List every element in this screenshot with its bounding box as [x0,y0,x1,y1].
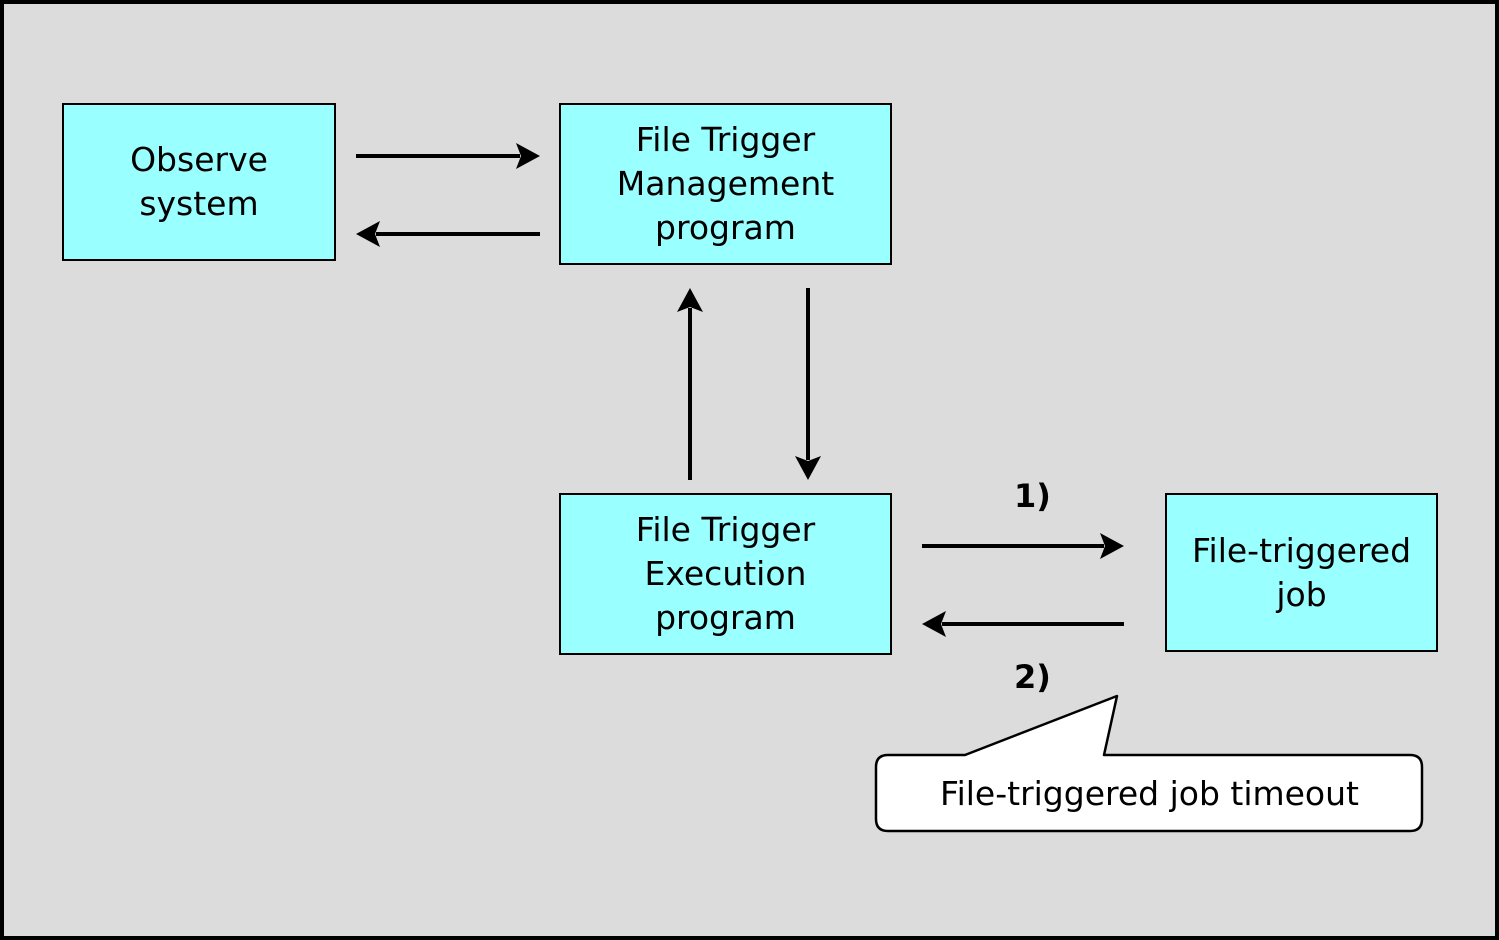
arrow-job-to-execution [922,611,1124,637]
arrow-execution-to-job [922,533,1124,559]
file-trigger-management-label: File Trigger Management program [616,120,835,247]
file-triggered-job-box: File-triggered job [1165,493,1438,652]
file-triggered-job-label: File-triggered job [1191,530,1412,614]
arrow-observe-to-management [356,143,540,169]
file-trigger-execution-box: File Trigger Execution program [559,493,892,655]
arrow-management-to-execution [795,288,821,480]
observe-system-box: Observe system [62,103,336,261]
callout-text: File-triggered job timeout [940,773,1359,813]
step-2-label: 2) [1014,658,1051,696]
file-trigger-management-box: File Trigger Management program [559,103,892,265]
arrow-execution-to-management [677,288,703,480]
callout-bubble [874,694,1424,833]
step-1-label: 1) [1014,477,1051,515]
file-trigger-execution-label: File Trigger Execution program [635,510,816,637]
arrow-management-to-observe [356,221,540,247]
observe-system-label: Observe system [130,140,268,223]
